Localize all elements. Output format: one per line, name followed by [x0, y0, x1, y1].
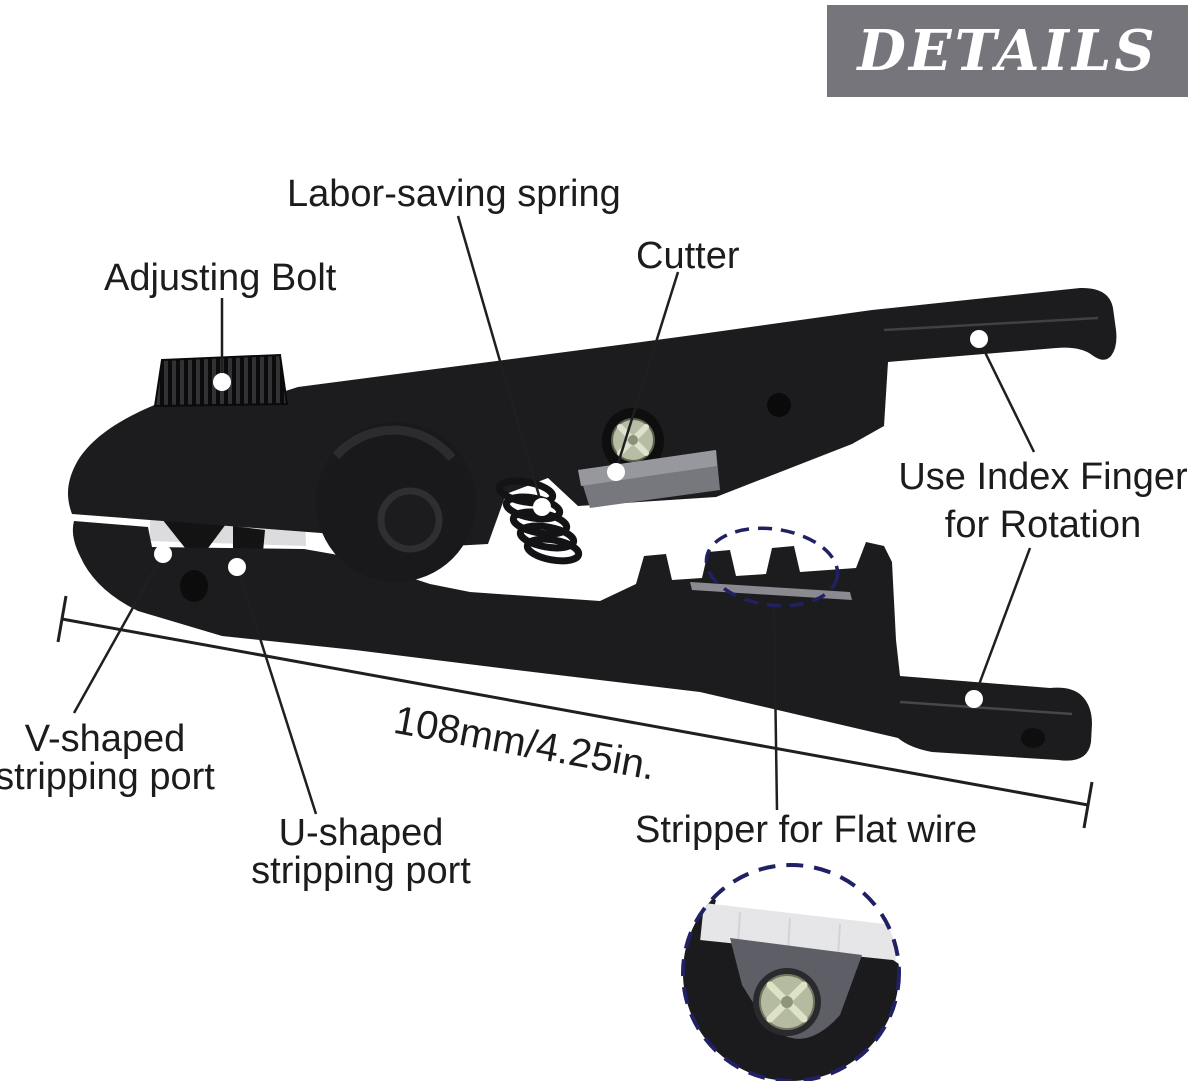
rotation-dial — [316, 422, 476, 582]
dimension-tick-right — [1082, 781, 1094, 829]
details-banner-title: DETAILS — [857, 18, 1158, 84]
leader-index-finger-bottom — [972, 547, 1032, 699]
leader-labor-saving-spring — [456, 215, 544, 507]
upper-body-hole — [767, 393, 791, 417]
magnifier-circle — [681, 863, 901, 1081]
magnifier-inset — [681, 863, 901, 1081]
lower-jaw-hole — [180, 570, 208, 602]
label-u-shaped-port-line2: stripping port — [251, 850, 471, 892]
label-use-index-finger: Use Index Finger for Rotation — [898, 453, 1188, 549]
label-stripper-flat-wire: Stripper for Flat wire — [635, 809, 978, 851]
dot-index-finger-bottom — [965, 690, 983, 708]
leader-cutter — [614, 271, 680, 471]
dot-index-finger-top — [970, 330, 988, 348]
dot-v-port — [154, 545, 172, 563]
flat-stripper-blade-edge — [690, 582, 852, 600]
leader-v-port — [72, 553, 165, 714]
dimension-tick-left — [56, 595, 68, 643]
label-u-shaped-port: U-shaped stripping port — [250, 814, 472, 890]
label-use-index-finger-line2: for Rotation — [944, 504, 1142, 546]
dot-adjusting-bolt — [213, 373, 231, 391]
dimension-line — [56, 595, 1094, 829]
tool-lower-jaw — [72, 521, 1093, 761]
label-v-shaped-port-line2: stripping port — [0, 756, 215, 798]
label-use-index-finger-line1: Use Index Finger — [898, 456, 1188, 498]
label-v-shaped-port: V-shaped stripping port — [0, 720, 216, 796]
flat-wire-stripper-highlight-ellipse — [704, 526, 840, 608]
leader-flat-wire-stripper — [772, 607, 779, 811]
callout-dots — [154, 330, 988, 708]
lower-handle-seam — [899, 700, 1073, 716]
dot-u-port — [228, 558, 246, 576]
inset-blade — [700, 903, 896, 962]
v-port-notch — [162, 519, 226, 563]
leader-index-finger-top — [977, 339, 1036, 453]
label-u-shaped-port-line1: U-shaped — [278, 812, 444, 854]
label-adjusting-bolt: Adjusting Bolt — [104, 257, 337, 299]
leader-lines — [72, 215, 1036, 815]
lower-handle-button — [1021, 728, 1045, 748]
label-labor-saving-spring: Labor-saving spring — [287, 173, 621, 215]
dot-cutter — [607, 463, 625, 481]
dot-spring — [533, 498, 551, 516]
label-cutter: Cutter — [636, 235, 740, 277]
leader-u-port — [235, 565, 318, 815]
label-v-shaped-port-line1: V-shaped — [24, 718, 186, 760]
details-banner: DETAILS — [827, 5, 1188, 97]
upper-handle-seam — [883, 316, 1099, 332]
